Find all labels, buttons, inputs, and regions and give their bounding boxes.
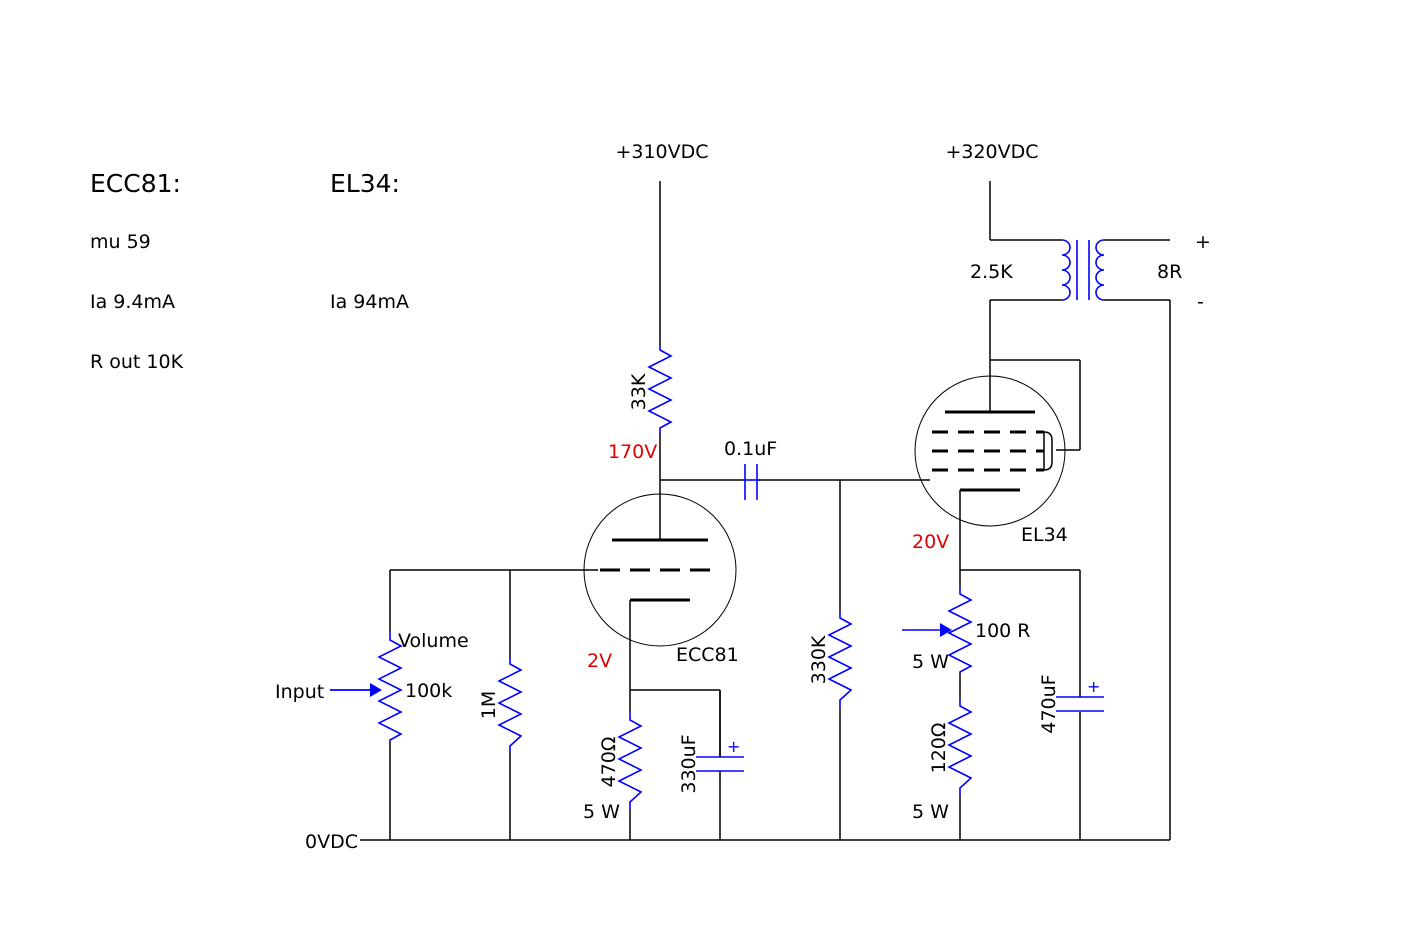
pot-100r	[947, 588, 973, 674]
volume-label: Volume	[398, 630, 469, 652]
transformer-primary-label: 2.5K	[970, 261, 1013, 283]
output-minus-label: -	[1197, 291, 1204, 313]
r-grid2-label: 330K	[808, 635, 830, 684]
r-plate-33k	[647, 345, 673, 433]
r-cathode1-power-label: 5 W	[583, 801, 620, 823]
transformer-primary	[1061, 239, 1071, 301]
r-grid1-label: 1M	[478, 691, 500, 719]
ecc81-note-title: ECC81:	[90, 169, 181, 198]
ecc81-label: ECC81	[676, 644, 739, 666]
cathode2-voltage-label: 20V	[912, 531, 949, 553]
pot2-power-label: 5 W	[912, 651, 949, 673]
el34-tube	[914, 375, 1066, 527]
supply2-label: +320VDC	[945, 141, 1038, 163]
c-cathode1-label: 330uF	[678, 734, 700, 793]
coupling-cap-label: 0.1uF	[724, 438, 777, 460]
transformer-secondary	[1095, 239, 1105, 301]
ecc81-note-mu: mu 59	[90, 231, 151, 253]
supply1-label: +310VDC	[615, 141, 708, 163]
plate-voltage-label: 170V	[608, 441, 657, 463]
components	[330, 239, 1105, 810]
r-cathode-120	[947, 700, 973, 796]
volume-pot	[377, 632, 403, 742]
c-cathode2-label: 470uF	[1038, 674, 1060, 733]
r-cathode1-label: 470Ω	[598, 737, 620, 788]
el34-label: EL34	[1021, 524, 1068, 546]
output-plus-label: +	[1195, 231, 1211, 253]
c330-polarity: +	[727, 737, 740, 756]
volume-arrow	[370, 683, 382, 697]
el34-note-title: EL34:	[330, 169, 400, 198]
el34-note-ia: Ia 94mA	[330, 291, 409, 313]
r-plate-label: 33K	[628, 373, 650, 410]
ecc81-note-ia: Ia 9.4mA	[90, 291, 175, 313]
r-cathode2-power-label: 5 W	[912, 801, 949, 823]
transformer-secondary-label: 8R	[1157, 261, 1182, 283]
el34-suppressor-link	[1043, 431, 1053, 471]
ecc81-tube	[583, 493, 737, 647]
wiring	[360, 181, 1171, 841]
c470-polarity: +	[1087, 677, 1100, 696]
pot-100r-arrow	[940, 623, 952, 637]
r-grid-330k	[827, 612, 853, 708]
ground-label: 0VDC	[305, 831, 358, 853]
volume-value-label: 100k	[405, 680, 452, 702]
r-cathode-470	[617, 712, 643, 810]
cathode1-voltage-label: 2V	[587, 650, 612, 672]
input-label: Input	[275, 681, 324, 703]
pot2-value-label: 100 R	[975, 620, 1031, 642]
r-grid-1m	[497, 658, 523, 752]
r-cathode2-label: 120Ω	[928, 723, 950, 774]
ecc81-note-rout: R out 10K	[90, 351, 184, 373]
